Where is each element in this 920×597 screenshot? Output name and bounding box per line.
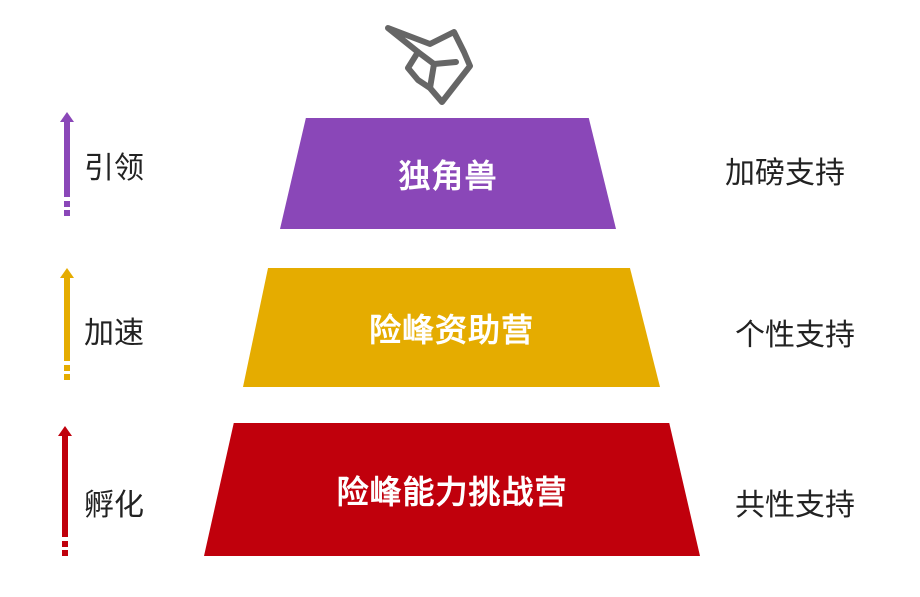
tier-fund-camp: 险峰资助营 xyxy=(243,268,660,387)
right-label-support: 个性支持 xyxy=(735,318,855,353)
arrow-up-icon xyxy=(58,426,72,556)
unicorn-icon xyxy=(384,22,476,108)
tier-unicorn: 独角兽 xyxy=(280,118,616,229)
left-label-lead: 引领 xyxy=(84,151,144,186)
tier-challenge-camp: 险峰能力挑战营 xyxy=(204,423,700,556)
arrow-up-icon xyxy=(60,112,74,216)
tier-label: 独角兽 xyxy=(398,156,498,195)
tier-label: 险峰资助营 xyxy=(368,310,534,349)
left-label-incubate: 孵化 xyxy=(84,488,144,523)
arrow-up-icon xyxy=(60,268,74,380)
right-label-support: 加磅支持 xyxy=(725,156,845,191)
left-label-accelerate: 加速 xyxy=(84,316,144,351)
tier-label: 险峰能力挑战营 xyxy=(336,472,568,511)
right-label-support: 共性支持 xyxy=(735,488,855,523)
